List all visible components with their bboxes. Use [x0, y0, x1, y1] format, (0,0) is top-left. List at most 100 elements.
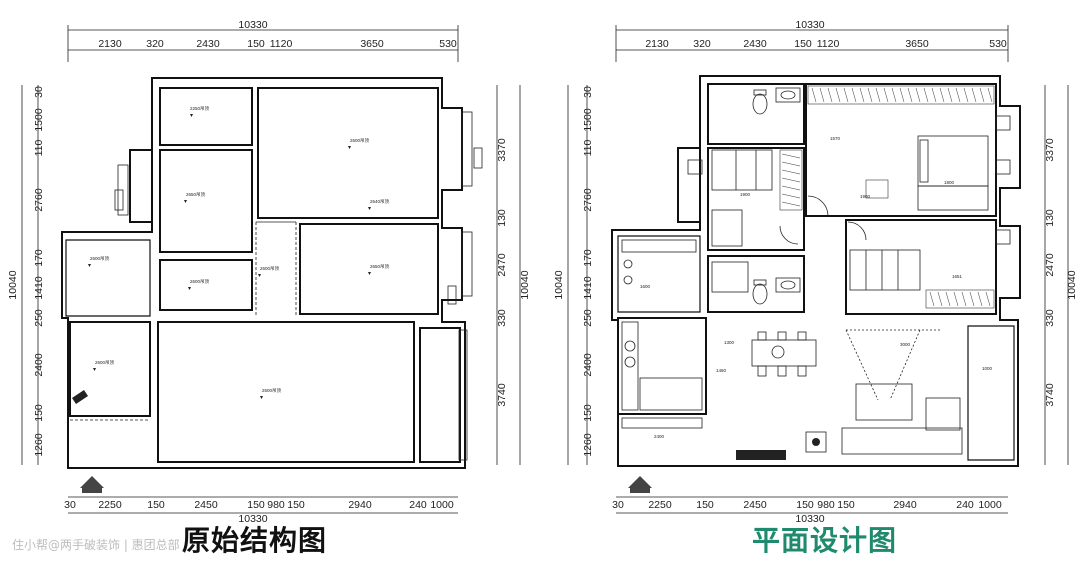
svg-text:2600吊顶: 2600吊顶 [95, 360, 115, 366]
svg-text:2430: 2430 [743, 38, 767, 50]
svg-text:2250吊顶: 2250吊顶 [190, 106, 210, 112]
floor-design-plan: 10330 2130 320 2430 150 1120 3650 530 30… [553, 19, 1078, 525]
svg-text:250: 250 [33, 309, 45, 327]
svg-text:2250: 2250 [648, 499, 672, 511]
original-structure-caption: 原始结构图 [182, 524, 328, 557]
svg-text:1500: 1500 [582, 108, 594, 132]
svg-text:2760: 2760 [582, 188, 594, 212]
coffee-table-icon [855, 383, 913, 421]
svg-text:1120: 1120 [817, 38, 840, 50]
svg-text:330: 330 [496, 309, 508, 327]
svg-text:330: 330 [1044, 309, 1056, 327]
svg-text:1260: 1260 [582, 433, 594, 457]
svg-text:10040: 10040 [519, 270, 531, 299]
svg-text:1800: 1800 [944, 180, 955, 185]
dining-table-icon [751, 331, 817, 377]
svg-text:320: 320 [146, 38, 164, 50]
sofa-icon [841, 397, 963, 455]
room-ceiling-labels: 2250吊顶 2600吊顶 2650吊顶 2640吊顶 2600吊顶 2600吊… [88, 106, 390, 399]
north-arrow-icon [80, 476, 104, 493]
svg-text:110: 110 [33, 139, 45, 156]
svg-text:2400: 2400 [33, 353, 45, 377]
svg-text:1000: 1000 [430, 499, 454, 511]
svg-text:3740: 3740 [1044, 383, 1056, 407]
svg-text:150: 150 [837, 499, 855, 511]
svg-text:530: 530 [439, 38, 457, 50]
svg-text:10330: 10330 [795, 513, 824, 525]
svg-text:3650: 3650 [360, 38, 384, 50]
top-total-dim: 10330 [238, 19, 267, 31]
kitchen-counter [621, 239, 703, 429]
wardrobe-hatching [779, 85, 995, 309]
window-markers [114, 111, 483, 461]
svg-text:2940: 2940 [348, 499, 372, 511]
bottom-segment-dims: 30 2250 150 2450 150 980 150 2940 240 10… [64, 499, 454, 525]
svg-text:10330: 10330 [238, 513, 267, 525]
svg-text:1570: 1570 [830, 136, 841, 141]
svg-text:240: 240 [956, 499, 974, 511]
inner-dimension-labels: 1570 1900 1800 1900 1651 3000 1000 1300 … [640, 136, 993, 439]
svg-text:1260: 1260 [33, 433, 45, 457]
svg-text:2600吊顶: 2600吊顶 [90, 256, 110, 262]
svg-text:2430: 2430 [196, 38, 220, 50]
svg-text:980: 980 [267, 499, 285, 511]
svg-text:150: 150 [582, 404, 594, 422]
svg-text:320: 320 [693, 38, 711, 50]
svg-text:1651: 1651 [952, 274, 963, 279]
svg-text:2470: 2470 [496, 253, 508, 277]
svg-text:3000: 3000 [900, 342, 911, 347]
svg-text:2600吊顶: 2600吊顶 [350, 138, 370, 144]
svg-text:150: 150 [247, 499, 265, 511]
svg-text:2400: 2400 [582, 353, 594, 377]
svg-text:150: 150 [287, 499, 305, 511]
armchair-icon [687, 115, 1011, 245]
svg-text:150: 150 [796, 499, 814, 511]
top-segment-dims-right: 2130 320 2430 150 1120 3650 530 [645, 38, 1007, 50]
left-segment-dims-right: 30 1500 110 2760 170 1410 250 2400 150 1… [553, 86, 594, 457]
toilet-icon [752, 89, 768, 115]
tv-cabinet [736, 450, 786, 460]
svg-text:1410: 1410 [582, 276, 594, 300]
svg-text:250: 250 [582, 309, 594, 327]
ceiling-lamp-icon [805, 431, 827, 453]
svg-text:1500: 1500 [33, 108, 45, 132]
svg-text:10040: 10040 [7, 270, 19, 299]
stair-icon [72, 390, 88, 404]
svg-text:30: 30 [582, 86, 594, 98]
svg-text:150: 150 [247, 38, 265, 50]
svg-text:2650吊顶: 2650吊顶 [186, 192, 206, 198]
top-segment-dims: 2130 320 2430 150 1120 3650 530 [98, 38, 457, 50]
svg-text:2600吊顶: 2600吊顶 [260, 266, 280, 272]
svg-text:2640吊顶: 2640吊顶 [370, 199, 390, 205]
svg-text:170: 170 [33, 249, 45, 267]
svg-text:30: 30 [612, 499, 624, 511]
svg-text:1120: 1120 [270, 38, 293, 50]
svg-text:30: 30 [33, 86, 45, 98]
toilet-icon [752, 279, 768, 305]
svg-text:2600吊顶: 2600吊顶 [262, 388, 282, 394]
watermark: 住小帮@两手破装饰 | 惠团总部 [12, 538, 180, 552]
svg-text:2250: 2250 [98, 499, 122, 511]
svg-text:3650: 3650 [905, 38, 929, 50]
svg-text:150: 150 [794, 38, 812, 50]
bed-icon [849, 249, 921, 291]
sink-icon [775, 87, 801, 293]
svg-text:10040: 10040 [1066, 270, 1078, 299]
original-structure-plan: 10330 2130 320 2430 150 1120 3650 530 30… [7, 19, 531, 525]
svg-text:240: 240 [409, 499, 427, 511]
svg-text:2650吊顶: 2650吊顶 [370, 264, 390, 270]
right-segment-dims-right: 3370 130 2470 330 3740 10040 [1044, 138, 1078, 407]
bottom-segment-dims-right: 30 2250 150 2450 150 980 150 2940 240 10… [612, 499, 1002, 525]
svg-text:3740: 3740 [496, 383, 508, 407]
floor-design-caption: 平面设计图 [752, 524, 898, 557]
svg-text:2470: 2470 [1044, 253, 1056, 277]
svg-text:1000: 1000 [982, 366, 993, 371]
svg-text:30: 30 [64, 499, 76, 511]
svg-text:2940: 2940 [893, 499, 917, 511]
svg-text:130: 130 [496, 209, 508, 227]
svg-text:530: 530 [989, 38, 1007, 50]
svg-text:1410: 1410 [33, 276, 45, 300]
svg-text:2450: 2450 [194, 499, 218, 511]
svg-text:3370: 3370 [496, 138, 508, 162]
